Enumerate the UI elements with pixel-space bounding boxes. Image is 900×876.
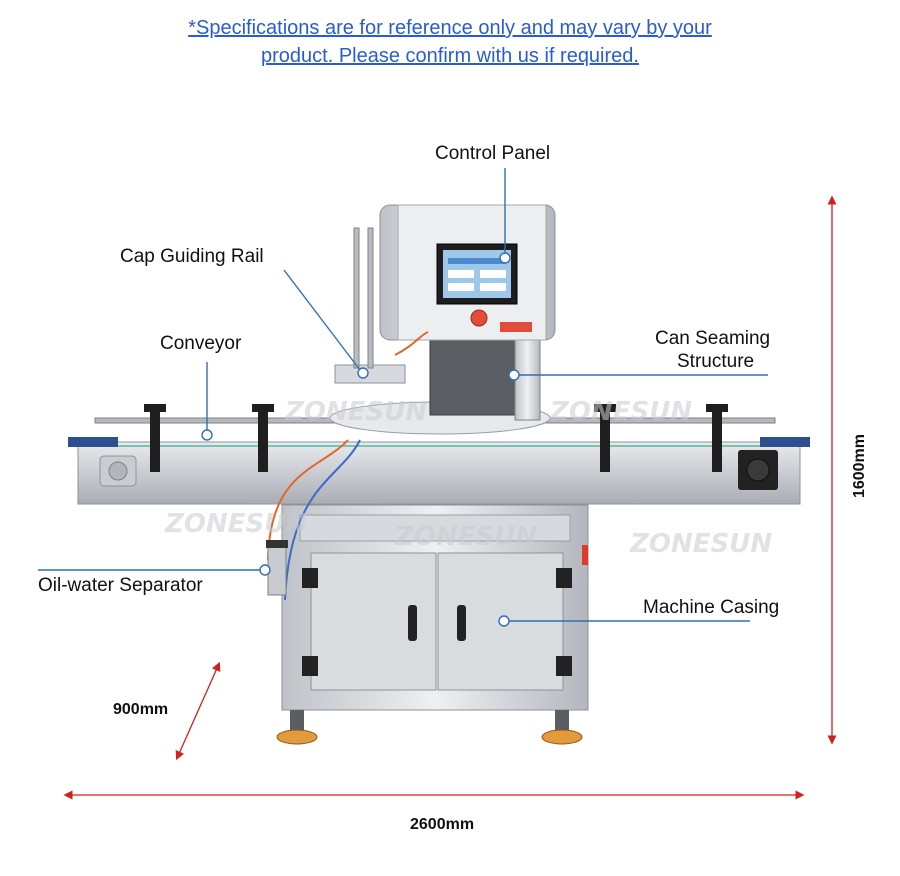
disclaimer-line-1: *Specifications are for reference only a… [188,17,712,39]
dimension-depth-label: 900mm [113,701,169,718]
seaming-head [329,329,551,435]
label-machine-casing: Machine Casing [643,597,780,618]
upper-housing [379,204,556,341]
machine-casing-body [281,504,589,711]
label-can-seaming-line-2: Structure [677,351,755,372]
label-cap-guiding-rail: Cap Guiding Rail [120,246,264,267]
watermark-group: ZONESUN ZONESUN ZONESUN ZONESUN ZONESUN [164,397,772,559]
watermark-3: ZONESUN [629,529,772,559]
disclaimer-notice: *Specifications are for reference only a… [0,14,900,70]
label-can-seaming-line-1: Can Seaming [655,328,771,349]
watermark-4: ZONESUN [284,397,427,427]
depth-arrow [175,661,221,761]
label-oil-water-separator: Oil-water Separator [38,575,203,596]
label-conveyor: Conveyor [160,333,242,354]
dimension-width-label: 2600mm [410,816,475,833]
watermark-5: ZONESUN [549,397,692,427]
conveyor-guide-knobs [144,404,728,472]
disclaimer-line-2: product. Please confirm with us if requi… [261,45,639,67]
watermark-1: ZONESUN [164,509,307,539]
dimension-height-label: 1600mm [851,433,868,499]
machine-feet [276,710,583,745]
cap-guiding-rail-art [353,227,374,369]
callout-lines [38,168,768,627]
air-hoses [267,331,429,601]
dimension-arrows [63,195,837,800]
watermark-2: ZONESUN [394,522,537,552]
label-control-panel: Control Panel [435,143,551,164]
